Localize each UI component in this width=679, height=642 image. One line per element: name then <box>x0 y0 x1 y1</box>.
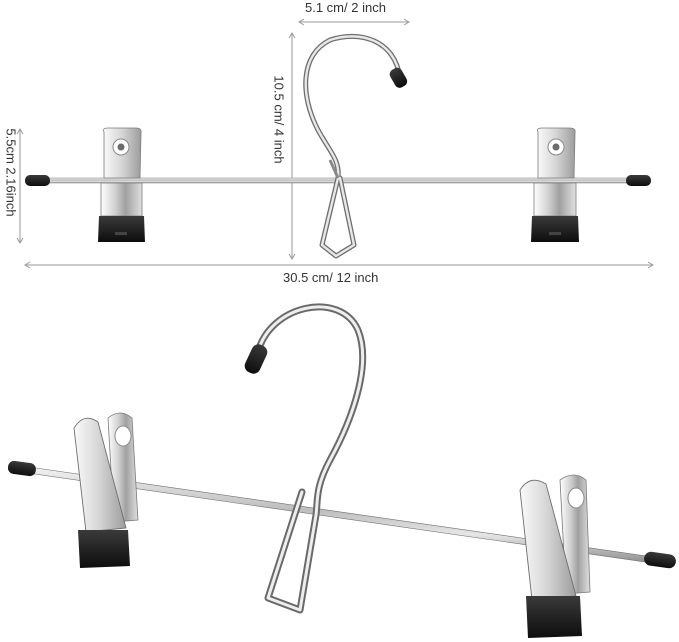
bar-end-cap-left-perspective <box>7 460 36 477</box>
bar-end-cap-right <box>626 175 651 186</box>
hanger-perspective-view <box>7 303 676 638</box>
clip-height-label: 5.5cm 2.16inch <box>3 128 19 217</box>
top-width-label: 5.1 cm/ 2 inch <box>305 0 386 15</box>
hanger-hook-perspective <box>254 303 367 614</box>
hook-tip-cap <box>389 67 408 88</box>
clip-left-front <box>98 127 145 242</box>
clip-right-front <box>531 127 579 242</box>
hook-tip-cap-perspective <box>244 344 268 374</box>
bar-end-cap-left <box>25 175 50 186</box>
bar-length-label: 30.5 cm/ 12 inch <box>283 270 379 285</box>
clip-left-perspective <box>73 412 139 568</box>
hook-height-label: 10.5 cm/ 4 inch <box>271 75 287 164</box>
bar-end-cap-right-perspective <box>644 551 676 569</box>
clip-right-perspective <box>519 474 591 638</box>
hanger-front-view <box>16 18 654 269</box>
hanger-hook <box>303 33 403 259</box>
dimension-lines <box>16 18 654 269</box>
